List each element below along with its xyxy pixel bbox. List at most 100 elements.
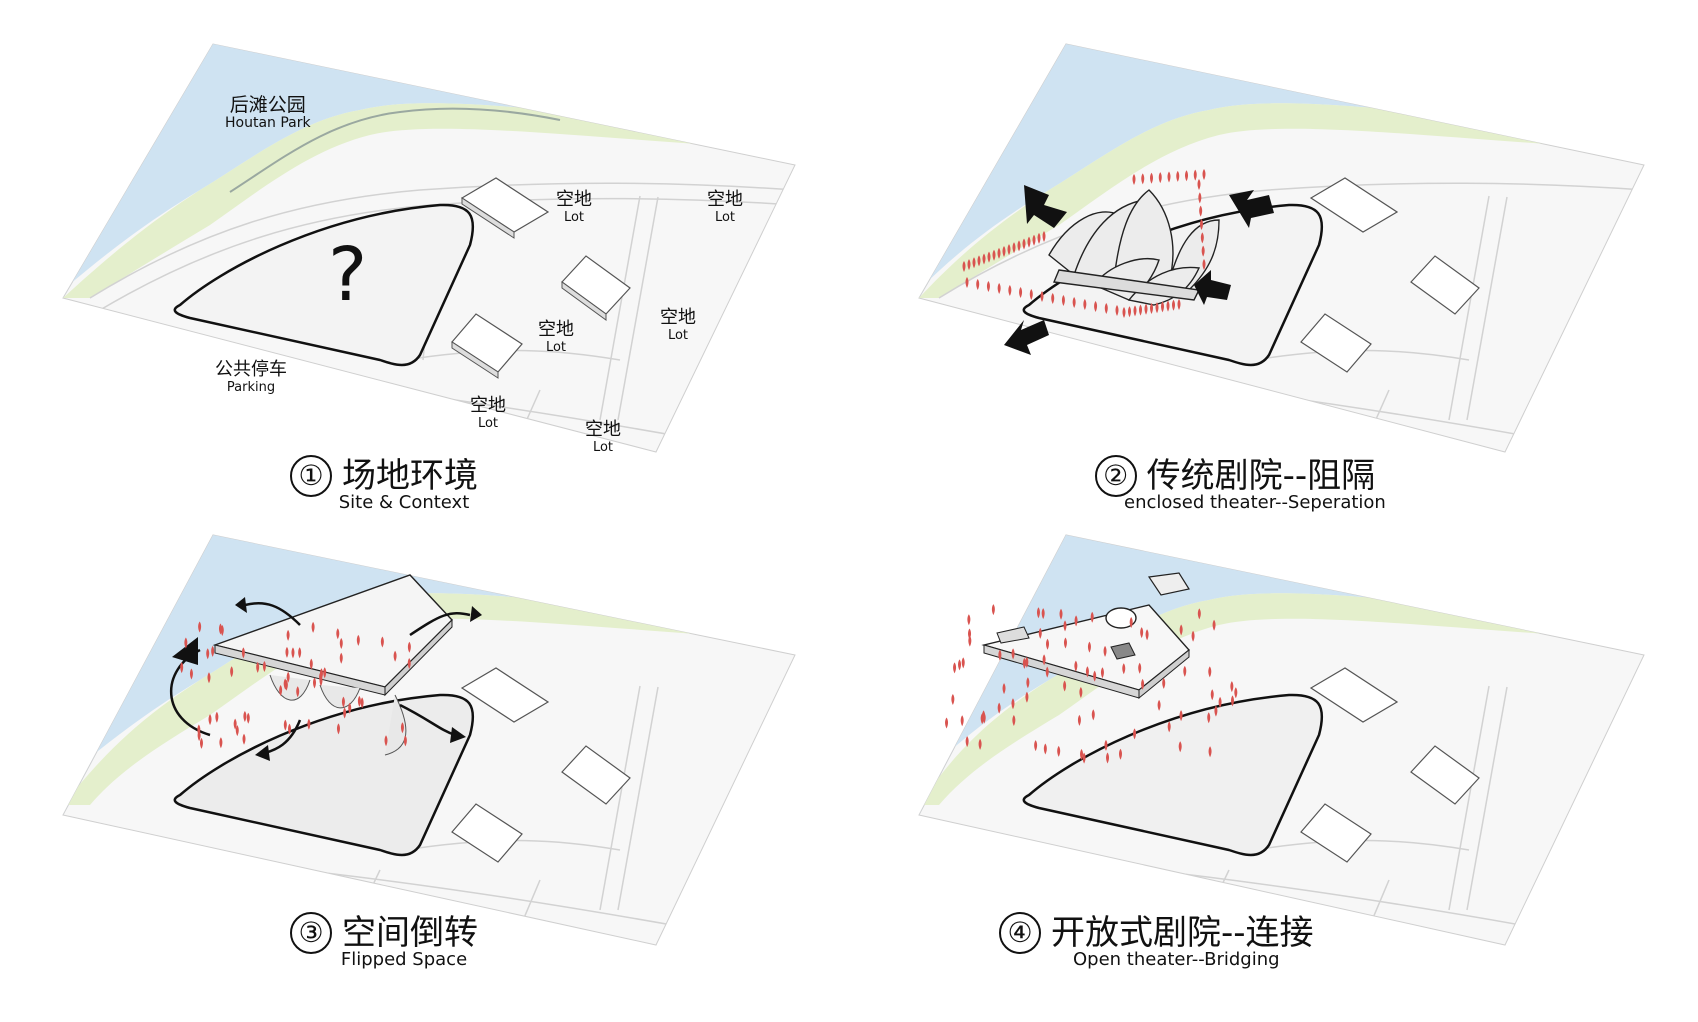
people-open-plaza (945, 604, 1238, 764)
person-figure (1177, 299, 1181, 310)
person-figure (1167, 721, 1171, 733)
person-figure (1059, 608, 1063, 620)
person-figure (1091, 709, 1095, 721)
person-figure (1128, 306, 1131, 318)
person-figure (1202, 169, 1206, 180)
person-figure (1150, 172, 1153, 184)
site-outline (173, 203, 475, 367)
person-figure (1040, 291, 1044, 302)
caption-1-title: 场地环境 (342, 456, 478, 496)
person-figure (1011, 698, 1015, 710)
person-figure (288, 723, 292, 735)
person-figure (1008, 285, 1012, 296)
person-figure (393, 650, 397, 662)
person-figure (1037, 232, 1041, 244)
caption-3-subtitle: Flipped Space (340, 949, 468, 970)
panel-flipped-space: ③ 空间倒转 Flipped Space (0, 505, 849, 1022)
person-figure (199, 737, 203, 749)
person-figure (997, 247, 1001, 259)
person-figure (1042, 654, 1046, 666)
person-figure (380, 636, 384, 648)
person-figure (1085, 666, 1089, 678)
person-figure (357, 695, 361, 707)
person-figure (1083, 299, 1087, 310)
person-figure (336, 723, 340, 735)
person-figure (279, 685, 283, 697)
person-figure (1197, 179, 1201, 190)
person-figure (1199, 205, 1203, 217)
person-figure (968, 635, 972, 647)
caption-4-title: 开放式剧院--连接 (1051, 913, 1314, 953)
caption-1-subtitle: Site & Context (338, 492, 470, 513)
person-figure (1025, 656, 1029, 668)
person-figure (1002, 246, 1006, 257)
person-figure (1063, 680, 1067, 692)
person-figure (1077, 714, 1081, 726)
person-figure (1133, 728, 1137, 740)
caption-1: ① 场地环境 Site & Context (290, 455, 478, 513)
person-figure (986, 281, 990, 292)
person-figure (1178, 741, 1182, 753)
enclosed-theater-shells (1048, 189, 1220, 306)
site-map-3 (62, 534, 796, 946)
person-figure (218, 623, 222, 635)
person-figure (215, 711, 219, 723)
person-figure (343, 707, 347, 719)
flipped-roof-slab (212, 574, 453, 756)
person-figure (965, 277, 969, 288)
person-figure (198, 621, 202, 633)
person-figure (977, 255, 981, 267)
person-figure (256, 661, 260, 673)
person-figure (1118, 748, 1122, 760)
person-figure (219, 737, 223, 749)
person-figure (1133, 305, 1137, 317)
person-figure (1208, 666, 1212, 678)
person-figure (1045, 666, 1049, 678)
person-figure (1034, 740, 1038, 752)
person-figure (1011, 648, 1015, 660)
person-figure (1022, 238, 1026, 250)
person-figure (1103, 645, 1107, 657)
person-figure (356, 634, 360, 646)
person-figure (991, 604, 995, 616)
step-number-2: ② (1094, 455, 1137, 497)
inward-arrows (1004, 185, 1274, 355)
lot-buildings (451, 177, 631, 379)
person-figure (233, 718, 237, 730)
person-figure (1138, 662, 1142, 674)
site-map-2 (918, 43, 1645, 453)
person-figure (319, 675, 323, 687)
person-figure (407, 657, 411, 669)
person-figure (1145, 629, 1149, 641)
person-figure (967, 259, 971, 271)
person-figure (1162, 677, 1166, 689)
open-theater-slab (981, 572, 1191, 700)
person-figure (1036, 607, 1040, 619)
panel-open-theater: ④ 开放式剧院--连接 Open theater--Bridging (849, 505, 1698, 1022)
person-figure (285, 646, 289, 658)
person-figure (978, 738, 982, 750)
person-figure (1074, 615, 1078, 627)
person-figure (992, 249, 996, 261)
person-figure (1041, 608, 1045, 620)
person-figure (1201, 245, 1205, 257)
panel-enclosed-theater: ② 传统剧院--阻隔 enclosed theater--Seperation (849, 0, 1698, 513)
person-figure (1214, 705, 1218, 717)
person-figure (1157, 699, 1161, 711)
person-figure (1176, 170, 1180, 182)
person-figure (1150, 303, 1153, 314)
person-figure (1200, 219, 1203, 230)
person-figure (1207, 712, 1211, 724)
person-figure (1139, 304, 1142, 316)
person-figure (1063, 620, 1067, 632)
person-figure (1122, 307, 1126, 318)
person-figure (400, 722, 404, 734)
person-figure (339, 637, 343, 649)
person-figure (962, 261, 966, 272)
person-figure (1230, 681, 1234, 693)
person-figure (1074, 660, 1078, 672)
